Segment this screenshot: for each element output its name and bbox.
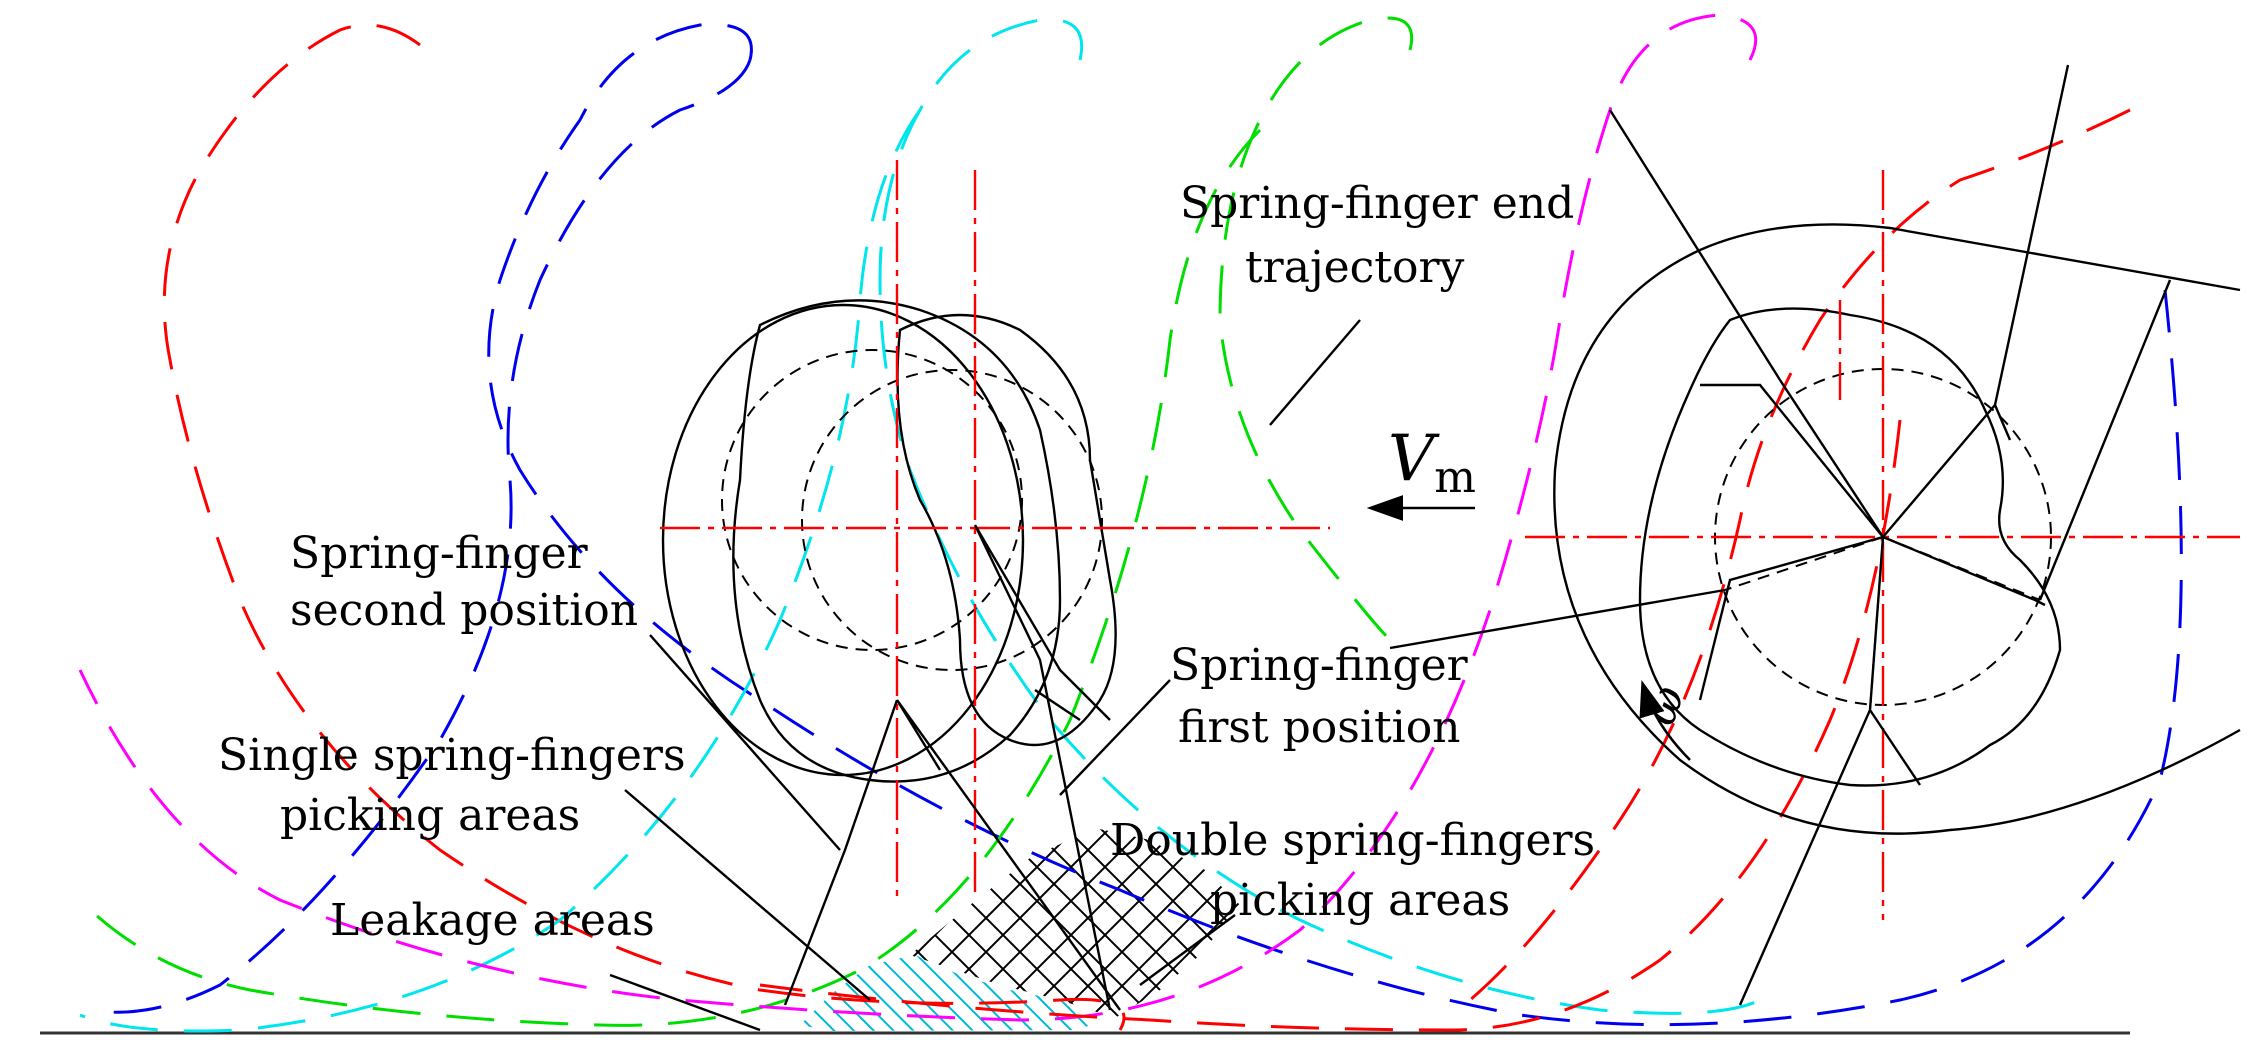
cam-rotor-outline-left-2 bbox=[896, 313, 1117, 747]
cam-rotor-outline-right bbox=[1638, 307, 2062, 787]
label-single-line1: Single spring-fingers bbox=[218, 730, 686, 781]
finger-lines-left bbox=[783, 524, 1121, 1011]
label-second-line2: second position bbox=[290, 585, 638, 636]
label-trajectory-line2: trajectory bbox=[1245, 242, 1464, 293]
trajectory-green-lower bbox=[78, 128, 1262, 1027]
trajectory-blue-left bbox=[89, 59, 752, 1014]
leader-single bbox=[624, 789, 871, 1001]
trajectory-red-2 bbox=[1469, 108, 2131, 1002]
trajectory-red-3 bbox=[759, 419, 1902, 1032]
omega-arrow bbox=[1639, 680, 1691, 761]
trajectory-green bbox=[1218, 16, 1413, 642]
leader-double bbox=[1139, 914, 1236, 986]
inner-circle-dashed-left-2 bbox=[801, 369, 1103, 671]
single-picking-area-hatch bbox=[800, 955, 1100, 1031]
omega-symbol: ω bbox=[1632, 678, 1696, 732]
label-second-line1: Spring-finger bbox=[290, 528, 589, 579]
trajectory-cyan-left bbox=[79, 109, 922, 1033]
label-leakage: Leakage areas bbox=[330, 895, 655, 946]
trajectory-blue bbox=[487, 22, 2183, 1027]
inner-circle-dashed-left-1 bbox=[721, 349, 1023, 651]
outer-rotor-outline-right bbox=[1553, 223, 2241, 835]
leader-trajectory bbox=[1269, 319, 1361, 426]
velocity-subscript: m bbox=[1434, 452, 1476, 503]
label-trajectory-line1: Spring-finger end bbox=[1180, 178, 1574, 229]
double-picking-area-hatch bbox=[910, 828, 1240, 1018]
finger-dashed-right bbox=[1724, 379, 2041, 711]
leader-second-position bbox=[649, 634, 841, 851]
trajectory-magenta bbox=[78, 13, 1758, 1022]
label-double-line2: picking areas bbox=[1210, 875, 1510, 926]
label-first-line2: first position bbox=[1178, 702, 1461, 753]
label-single-line2: picking areas bbox=[280, 790, 580, 841]
leader-leakage bbox=[609, 973, 761, 1032]
label-double-line1: Double spring-fingers bbox=[1110, 815, 1595, 866]
trajectory-cyan bbox=[878, 18, 1761, 1015]
leader-first-position bbox=[1059, 679, 1171, 796]
label-first-line1: Spring-finger bbox=[1170, 640, 1469, 691]
outer-rotor-outline-left bbox=[661, 303, 1025, 777]
cam-rotor-outline-left bbox=[732, 299, 1062, 783]
velocity-symbol: Vm bbox=[1388, 422, 1476, 503]
velocity-symbol-v: V bbox=[1388, 422, 1440, 496]
